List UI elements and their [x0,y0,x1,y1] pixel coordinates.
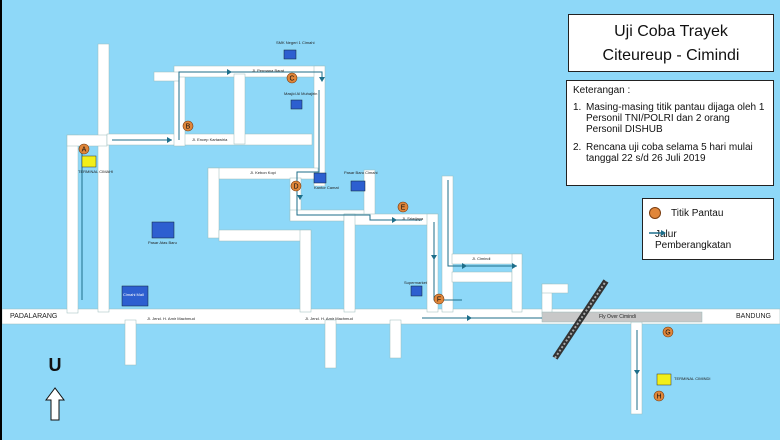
flyover [541,311,703,323]
marker-h: H [653,390,665,402]
label-pasar: Pasar Baru Cimahi [344,170,378,175]
road-segment [343,213,356,313]
road-segment [389,319,402,359]
route-arrow-icon [649,230,666,236]
legend-panel: Titik Pantau Jalur Pemberangkatan [642,198,774,260]
label-terminal-cimahi: TERMINAL CIMAHI [78,169,114,174]
road-segment [106,133,313,146]
notes-item: 2. Rencana uji coba selama 5 hari mulai … [573,142,767,164]
title-line-2: Citeureup - Cimindi [602,47,740,64]
notes-item: 1. Masing-masing titik pantau dijaga ole… [573,102,767,135]
route-arrow [167,137,172,143]
marker-a: A [78,143,90,155]
label-terminal-cimindi: TERMINAL CIMINDI [674,376,711,381]
marker-e: E [397,201,409,213]
notes-item-number: 2. [573,142,582,153]
notes-item-number: 1. [573,102,582,113]
marker-b: B [182,120,194,132]
road-segment [541,283,569,294]
buildings [121,49,423,307]
building [290,99,303,110]
legend-route-line-1: Jalur [655,229,677,240]
svg-text:E: E [401,205,406,212]
svg-text:D: D [293,184,298,191]
flyover-ramp-ticks [554,280,607,359]
route-line [178,71,323,140]
marker-c: C [286,72,298,84]
marker-d: D [290,180,302,192]
route-arrow [297,195,303,200]
notes-item-text: Masing-masing titik pantau dijaga oleh 1… [586,102,765,135]
svg-text:H: H [656,394,661,401]
svg-text:A: A [82,147,87,154]
legend-point-label: Titik Pantau [671,207,724,219]
label-flyover: Fly Over Cimindi [599,314,636,320]
label-supermarket: Supermarket [404,280,427,285]
label-kantor: Kantor Camat [314,185,339,190]
building [283,49,297,60]
svg-text:B: B [186,124,191,131]
label-pasar-atas: Pasar Atas Baru [148,240,177,245]
route-arrow [467,315,472,321]
north-label: U [48,355,62,375]
road-segment [324,319,337,369]
building [313,172,327,184]
legend-route-row: Jalur Pemberangkatan [649,229,731,251]
route-arrow [462,263,467,269]
route-arrow [227,69,232,75]
road-segment [124,319,137,366]
road-segment [233,73,246,145]
label-padalarang: PADALARANG [10,313,58,320]
legend-route-label: Jalur Pemberangkatan [655,229,731,251]
route-line [296,90,422,221]
notes-item-text: Rencana uji coba selama 5 hari mulai tan… [586,142,753,164]
road-segment [97,43,110,313]
building [350,180,366,192]
label-cimahi-mall: Cimahi Mall [123,292,144,297]
label-bandung: BANDUNG [736,313,772,320]
svg-text:G: G [665,330,670,337]
route-arrow [634,370,640,375]
terminal [81,155,97,168]
marker-f: F [433,293,445,305]
north-arrow-icon [45,387,65,421]
svg-text:F: F [437,297,441,304]
label-jl-kebon-kopi: Jl. Kebon Kopi [250,170,276,175]
title-panel: Uji Coba Trayek Citeureup - Cimindi [568,14,774,72]
route-arrow [319,77,325,82]
notes-panel: Keterangan : 1. Masing-masing titik pant… [566,80,774,186]
label-main-road-mid: Jl. Jend. H. Amir Machmud [305,316,353,321]
label-masjid: Masjid Al Muhajirin [284,91,318,96]
label-smk: SMK Negeri 1 Cimahi [276,40,315,45]
terminals [81,155,672,386]
route-line [447,180,517,267]
road-segment [511,253,523,313]
road-segment [426,213,439,313]
terminal [656,373,672,386]
marker-g: G [662,326,674,338]
title-line-1: Uji Coba Trayek [614,23,728,40]
label-jl-encep: Jl. Encep Kartawiria [192,137,228,142]
route-arrow [431,255,437,260]
label-jl-cimindi: Jl. Cimindi [472,256,491,261]
building [151,221,175,239]
legend-route-line-2: Pemberangkatan [655,240,732,251]
route-arrow [512,263,517,269]
notes-header: Keterangan : [573,85,631,96]
svg-text:C: C [289,76,294,83]
marker-dot-icon [649,207,661,219]
legend-point-row: Titik Pantau [649,207,723,219]
route-arrows [79,69,640,375]
label-jl-sriwijaya: Jl. Sriwijaya [402,216,424,221]
road-segment [299,229,312,313]
label-jl-permana: Jl. Permana Barat [252,68,285,73]
route-arrow [392,217,397,223]
building [410,285,423,297]
label-main-road-west: Jl. Jend. H. Amir Machmud [147,316,195,321]
road-segment [207,167,220,239]
building [121,285,149,307]
